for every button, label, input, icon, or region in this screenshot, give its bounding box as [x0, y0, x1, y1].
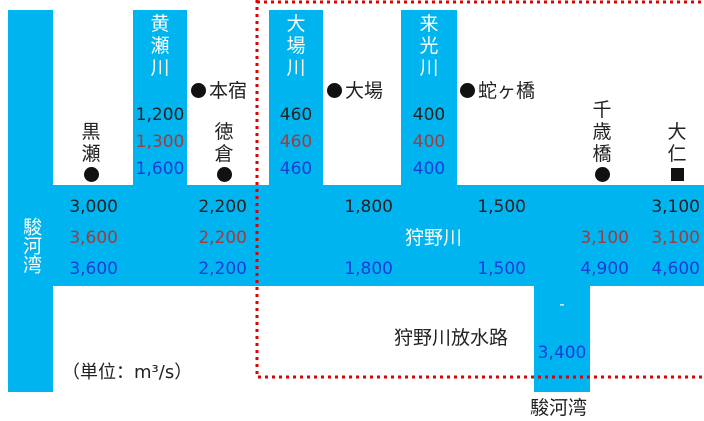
unit-label: （単位：m³/s） [62, 362, 193, 383]
ohito-flow-2: 3,100 [651, 228, 700, 248]
kurose-flow-1: 3,000 [69, 197, 118, 217]
suruga-bay-bottom-label: 駿河湾 [530, 397, 588, 419]
raiko-flow-1: 400 [412, 105, 446, 125]
kurose-label: 黒瀬 [81, 121, 101, 165]
jagahashi-marker [460, 83, 475, 98]
oba-flow-1: 460 [279, 105, 313, 125]
ohito-flow-3: 4,600 [651, 259, 700, 279]
chitosebashi-flow-2: 3,100 [580, 228, 629, 248]
oba-marker [327, 83, 342, 98]
honjuku-label: 本宿 [209, 80, 248, 102]
kurose-flow-3: 3,600 [69, 259, 118, 279]
kano-river-label: 狩野川 [405, 227, 463, 249]
tokura-label: 徳倉 [214, 121, 234, 165]
kise-river [133, 10, 187, 185]
jagahashi-main-flow-3: 1,500 [477, 259, 526, 279]
kise-flow-3: 1,600 [135, 159, 185, 179]
tokura-flow-1: 2,200 [198, 197, 247, 217]
raiko-flow-2: 400 [412, 132, 446, 152]
suruga-bay-left-label: 駿河湾 [20, 216, 42, 274]
ohito-label: 大仁 [667, 121, 687, 165]
raiko-river-label: 来光川 [419, 13, 439, 79]
kise-flow-2: 1,300 [135, 132, 185, 152]
honjuku-marker [191, 83, 206, 98]
raiko-flow-3: 400 [412, 159, 446, 179]
kurose-marker [84, 167, 99, 182]
oba-place-label: 大場 [345, 80, 384, 102]
jagahashi-main-flow-1: 1,500 [477, 197, 526, 217]
oba-river-label: 大場川 [286, 13, 306, 79]
chitosebashi-marker [595, 167, 610, 182]
oba-flow-3: 460 [279, 159, 313, 179]
raiko-river [401, 10, 457, 185]
chitosebashi-flow-3: 4,900 [580, 259, 629, 279]
kano-river-main [53, 185, 704, 286]
tokura-marker [217, 167, 232, 182]
kurose-flow-2: 3,600 [69, 228, 118, 248]
floodway-flow-3: 3,400 [537, 343, 587, 363]
floodway [534, 286, 590, 392]
suruga-bay-left [8, 10, 53, 392]
kise-river-label: 黄瀬川 [150, 13, 170, 79]
tokura-flow-3: 2,200 [198, 259, 247, 279]
jagahashi-label: 蛇ヶ橋 [478, 80, 536, 102]
tokura-flow-2: 2,200 [198, 228, 247, 248]
oba-river [269, 10, 323, 185]
chitosebashi-label: 千歳橋 [592, 99, 612, 165]
floodway-label: 狩野川放水路 [394, 327, 509, 349]
floodway-flow-2: - [559, 295, 565, 313]
oba-main-flow-3: 1,800 [344, 259, 393, 279]
oba-main-flow-1: 1,800 [344, 197, 393, 217]
kise-flow-1: 1,200 [135, 105, 185, 125]
ohito-flow-1: 3,100 [651, 197, 700, 217]
oba-flow-2: 460 [279, 132, 313, 152]
ohito-marker [671, 168, 684, 181]
